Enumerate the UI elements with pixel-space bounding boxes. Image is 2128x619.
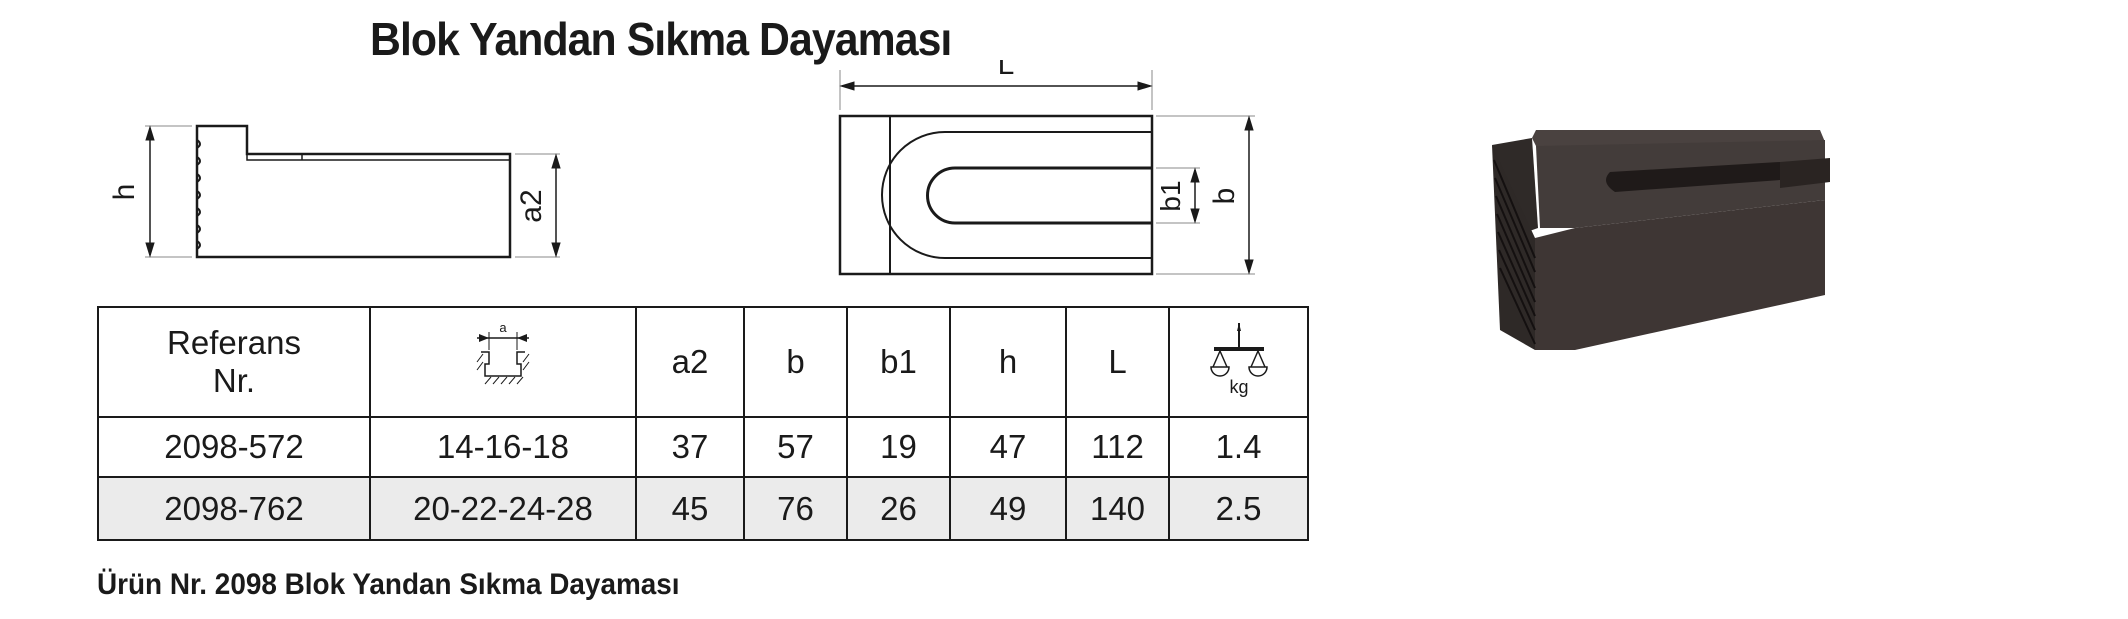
- header-b1: b1: [846, 306, 951, 418]
- page-title: Blok Yandan Sıkma Dayaması: [370, 13, 952, 65]
- table-row: 2098-572 14-16-18 37 57 19 47 112 1.4: [97, 416, 1309, 478]
- header-L: L: [1065, 306, 1170, 418]
- cell-ref: 2098-572: [97, 416, 371, 478]
- table-header-row: Referans Nr. a a2 b: [97, 306, 1309, 418]
- dim-b-label: b: [1208, 188, 1241, 205]
- cell-a: 20-22-24-28: [369, 476, 637, 541]
- weight-unit-label: kg: [1229, 377, 1248, 397]
- cell-b: 76: [743, 476, 848, 541]
- header-reference: Referans Nr.: [97, 306, 371, 418]
- header-b: b: [743, 306, 848, 418]
- cell-kg: 1.4: [1168, 416, 1309, 478]
- t-slot-icon: a: [476, 320, 530, 385]
- slot-a-label: a: [499, 320, 507, 335]
- dim-b1-label: b1: [1155, 180, 1186, 211]
- header-a2: a2: [635, 306, 745, 418]
- header-reference-line1: Referans: [167, 324, 301, 361]
- table-row: 2098-762 20-22-24-28 45 76 26 49 140 2.5: [97, 476, 1309, 541]
- specification-table: Referans Nr. a a2 b: [97, 306, 1309, 541]
- cell-a2: 45: [635, 476, 745, 541]
- cell-b1: 26: [846, 476, 951, 541]
- product-caption: Ürün Nr. 2098 Blok Yandan Sıkma Dayaması: [97, 568, 680, 601]
- dim-h-label: h: [108, 184, 141, 201]
- cell-a2: 37: [635, 416, 745, 478]
- header-reference-line2: Nr.: [212, 362, 256, 399]
- cell-L: 112: [1065, 416, 1170, 478]
- header-weight: kg: [1168, 306, 1309, 418]
- cell-a: 14-16-18: [369, 416, 637, 478]
- cell-h: 47: [949, 416, 1067, 478]
- dim-a2-label: a2: [515, 189, 548, 222]
- cell-ref: 2098-762: [97, 476, 371, 541]
- top-view-drawing: L b1 b: [838, 60, 1255, 276]
- header-slot-width: a: [369, 306, 637, 418]
- cell-kg: 2.5: [1168, 476, 1309, 541]
- cell-b: 57: [743, 416, 848, 478]
- product-photo: [1492, 130, 1830, 350]
- cell-L: 140: [1065, 476, 1170, 541]
- header-h: h: [949, 306, 1067, 418]
- dim-L-label: L: [998, 60, 1015, 81]
- cell-b1: 19: [846, 416, 951, 478]
- cell-h: 49: [949, 476, 1067, 541]
- scale-weight-icon: kg: [1209, 323, 1268, 397]
- side-view-drawing: h a2: [108, 124, 561, 259]
